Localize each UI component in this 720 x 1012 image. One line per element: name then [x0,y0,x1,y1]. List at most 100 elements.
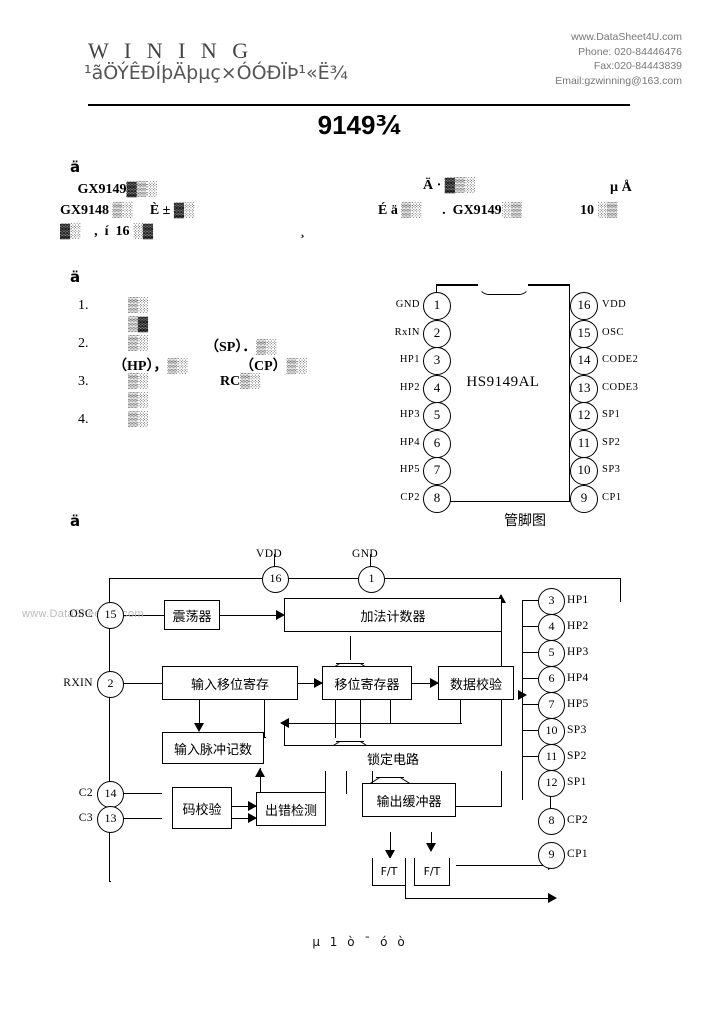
chip-body [436,284,570,502]
ft2-to-cp2-wire [456,865,554,867]
contact-phone: Phone: 020-84446476 [578,45,682,58]
dip-pin-left-rxin: 2 [423,319,451,348]
block-code-check: 码校验 [172,787,232,829]
overview-line: GX9149▓▒░ [60,182,157,197]
arrow-latch-up [255,768,265,777]
ft1-to-cp1-wire [405,898,555,900]
arrow-isr-to-pulsecounter [194,723,204,732]
overview-line: Ä · ▓▒░ [423,178,475,193]
overview-line: 10 ░▒ [580,203,618,218]
block-error-detect: 出错检测 [256,792,326,826]
page-title: 9149¾ [0,110,720,141]
latch-out-a [260,768,262,808]
blk-pin-hp1: 3 [538,588,565,615]
ft1-down-wire [405,885,407,899]
dip-pin-right-osc: 15 [570,319,598,348]
blk-pin-c2: 14 [97,781,124,808]
blk-pin-label-rxin: RXIN [63,677,93,689]
blk-pin-stub [522,678,538,680]
arrow-hp-sp-bus [518,690,527,700]
overview-line: ¸ [300,224,305,239]
pinout-caption: 管脚图 [504,513,546,529]
blk-pin-vdd: 16 [262,566,289,593]
osc-out-wire [220,615,278,617]
shift-bus-c [390,700,392,724]
feature-text: （CP）▒░ [240,359,307,374]
blk-pin-label-c3: C3 [78,812,93,824]
blk-pin-label-vdd: VDD [256,548,283,560]
dip-pin-label-left: HP1 [399,354,420,365]
blk-pin-label-osc: OSC [69,608,93,620]
block-input-pulse-counter: 输入脉冲记数 [162,732,264,764]
blk-pin-rxin: 2 [97,671,124,698]
block-oscillator: 震荡器 [164,600,220,630]
feature-text: ▒░ [128,412,148,427]
dip-pin-label-right: CP1 [602,491,622,503]
page-title-suffix-glyph: ¾ [375,111,403,141]
blk-pin-gnd: 1 [358,566,385,593]
shift-out-wire [412,683,438,685]
blk-pin-osc: 15 [97,602,124,629]
overview-line: µ Å [610,180,632,195]
dip-pin-left-hp1: 3 [423,347,451,375]
company-logo-text: W I N I N G [88,38,254,63]
chip-top-edge-left [436,284,478,286]
dip-pin-label-left: HP3 [399,409,420,420]
dip-pin-right-sp2: 11 [570,429,598,458]
chip-notch-icon [478,284,530,295]
dip-pin-left-hp5: 7 [423,457,451,485]
header-divider [88,104,630,106]
outbuf-to-pinbus [501,598,503,806]
overview-line: É ä ▒░ . GX9149░▒ [378,203,522,218]
blk-pin-label-hp5: HP5 [567,698,589,710]
c3-wire [122,818,162,820]
blk-pin-label-gnd: GND [352,548,379,560]
rxin-to-isr-wire [122,683,162,685]
feature-text: ▒░ [128,298,148,313]
company-name-chinese: ¹ãÖÝÊÐÍþÄþµç×ÓÓÐÏÞ¹«Ë¾ [84,62,349,84]
osc-drop [109,578,111,604]
arrow-outbuf-to-ft1 [385,850,395,859]
dip-pin-left-hp2: 4 [423,374,451,403]
section-marker-block-diagram: ä [70,512,81,530]
arrow-ft1-to-cp1 [548,893,557,903]
arrow-shift-to-datacheck [430,678,439,688]
blk-pin-label-hp3: HP3 [567,646,589,658]
blk-pin-stub [522,704,538,706]
contact-fax: Fax:020-84443839 [593,60,682,72]
dip-pin-label-right: CODE2 [602,354,639,365]
blk-pin-label-cp2: CP2 [567,814,589,826]
feature-number: 2. [78,336,89,351]
dip-pin-left-gnd: 1 [423,292,451,320]
dip-pin-label-left: RxIN [394,326,420,338]
osc-to-oscillator-wire [122,615,164,617]
feature-number: 1. [78,298,89,313]
outbuf-to-ft1 [390,832,392,856]
dip-pin-label-left: GND [395,299,420,310]
blk-pin-hp2: 4 [538,614,565,641]
blk-pin-label-hp1: HP1 [567,594,589,606]
dip-pin-right-cp1: 9 [570,484,598,513]
blk-pin-sp3: 10 [538,718,565,745]
feature-text: ▒▓ [128,317,149,332]
blk-pin-stub [522,756,538,758]
dip-pin-label-right: SP3 [602,464,621,475]
outbuf-right-wire [456,806,502,808]
dip-pin-label-right: SP2 [602,436,621,448]
chip-top-edge-right [528,284,570,286]
latch-out-b [346,768,348,794]
dip-pin-left-hp3: 5 [423,402,451,430]
chip-part-number: HS9149AL [466,374,540,390]
feedback-bus-drop [284,723,286,749]
block-ft-right: F/T [414,858,450,886]
wide-arrow-counter-to-shift [336,652,364,664]
dip-pin-right-sp1: 12 [570,402,598,430]
gnd-stem [370,554,372,568]
blk-pin-hp4: 6 [538,666,565,693]
osc-to-rxin-wire [109,627,111,684]
arrow-outbuf-to-ft2 [426,843,436,852]
arrow-isr-to-shift [314,678,323,688]
feature-text: RC▒░ [220,374,261,389]
counter-down-wire [350,636,352,660]
blk-pin-label-sp1: SP1 [567,776,587,788]
